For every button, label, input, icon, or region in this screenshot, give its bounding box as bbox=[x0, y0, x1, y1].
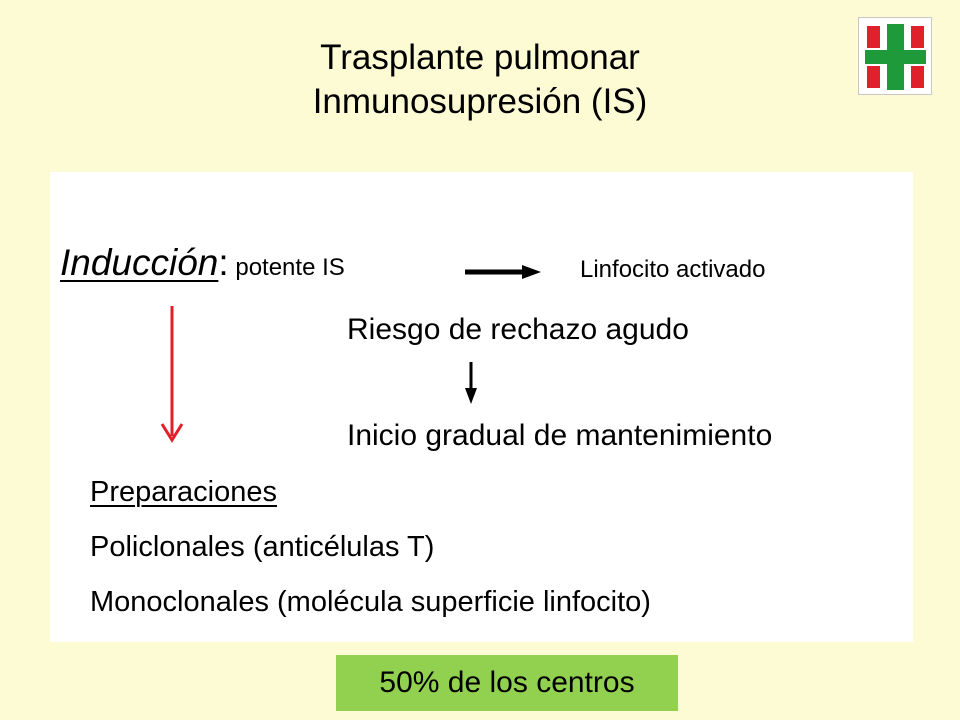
induction-detail: potente IS bbox=[228, 254, 345, 281]
induction-word: Inducción bbox=[60, 242, 219, 283]
title-line-1: Trasplante pulmonar bbox=[320, 38, 640, 77]
centers-percentage-badge: 50% de los centros bbox=[336, 655, 678, 711]
preparations-heading: Preparaciones bbox=[90, 476, 277, 508]
slide-title: Trasplante pulmonar Inmunosupresión (IS) bbox=[180, 36, 780, 124]
activated-lymphocyte-text: Linfocito activado bbox=[580, 256, 766, 283]
polyclonal-item: Policlonales (anticélulas T) bbox=[90, 531, 435, 563]
maintenance-start-text: Inicio gradual de mantenimiento bbox=[347, 419, 773, 452]
monoclonal-item: Monoclonales (molécula superficie linfoc… bbox=[90, 586, 651, 618]
title-line-2: Inmunosupresión (IS) bbox=[312, 82, 648, 121]
induction-line: Inducción: potente IS bbox=[60, 241, 345, 290]
content-panel: Inducción: potente IS Linfocito activado… bbox=[50, 172, 913, 642]
induction-colon: : bbox=[218, 242, 229, 283]
hospital-cross-logo-icon bbox=[858, 17, 932, 95]
acute-rejection-risk-text: Riesgo de rechazo agudo bbox=[347, 313, 689, 346]
